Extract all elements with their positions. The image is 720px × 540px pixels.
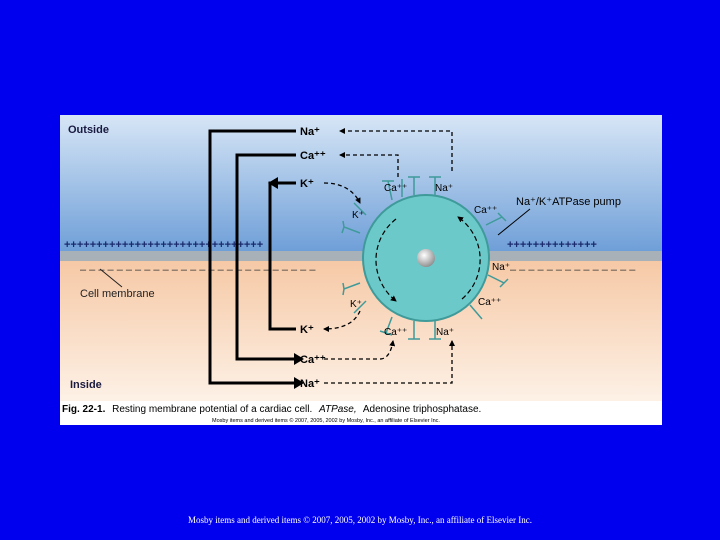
cell-ion-k-lower: K⁺ xyxy=(350,299,362,310)
ion-label-na-outside: Na⁺ xyxy=(300,126,320,138)
cell-nucleus xyxy=(417,249,435,267)
ion-label-ca-outside: Ca⁺⁺ xyxy=(300,150,326,162)
membrane-channels xyxy=(341,176,509,340)
cell-ion-ca-right-upper: Ca⁺⁺ xyxy=(474,205,497,216)
pump-label: Na⁺/K⁺ATPase pump xyxy=(516,196,621,208)
membrane-diagram: +++++++++++++++++++++++++++++++ ++++++++… xyxy=(60,115,662,425)
na-out-dashed-arrow xyxy=(339,128,453,171)
k-in-dashed-arrow xyxy=(323,182,361,204)
cell-internal-arc-right xyxy=(457,216,481,300)
caption-main: Resting membrane potential of a cardiac … xyxy=(112,404,312,415)
na-path-arrowhead xyxy=(294,377,304,389)
ion-label-na-inside: Na⁺ xyxy=(300,378,320,390)
k-out-dashed-arrow xyxy=(323,310,361,332)
caption-def: Adenosine triphosphatase. xyxy=(363,404,481,415)
ca-path xyxy=(235,153,296,361)
caption-area xyxy=(60,401,662,425)
cell-ion-k-upper: K⁺ xyxy=(352,210,364,221)
k-path xyxy=(268,181,296,331)
outside-label: Outside xyxy=(68,124,109,136)
cell-ion-ca-bottom: Ca⁺⁺ xyxy=(384,327,407,338)
na-path xyxy=(208,129,296,385)
k-path-arrowhead xyxy=(268,177,278,189)
outside-region xyxy=(60,115,662,251)
negative-charge-row: – – – – – – – – – – – – – – – – – – – – … xyxy=(80,264,316,276)
ion-label-ca-inside: Ca⁺⁺ xyxy=(300,354,326,366)
positive-charge-row-right: ++++++++++++++ xyxy=(507,239,597,251)
ion-label-k-outside: K⁺ xyxy=(300,178,314,190)
inside-label: Inside xyxy=(70,379,102,391)
ion-label-k-inside: K⁺ xyxy=(300,324,314,336)
cell-internal-arc-left xyxy=(375,218,397,302)
figure-caption: Fig. 22-1. Resting membrane potential of… xyxy=(62,404,481,415)
inside-region xyxy=(60,261,662,401)
cell-membrane-pointer xyxy=(99,268,123,288)
na-in-dashed-arrow xyxy=(324,340,455,384)
cell-ion-na-top: Na⁺ xyxy=(435,183,453,194)
caption-credit: Mosby items and derived items © 2007, 20… xyxy=(212,417,440,424)
ca-out-dashed-arrow xyxy=(339,152,399,177)
ca-in-dashed-arrow xyxy=(324,340,396,360)
negative-charge-row-right: – – – – – – – – – – – – – – xyxy=(510,264,636,276)
cell-ion-ca-right-lower: Ca⁺⁺ xyxy=(478,297,501,308)
positive-charge-row: +++++++++++++++++++++++++++++++ xyxy=(64,239,263,251)
cell-ion-na-right: Na⁺ xyxy=(492,262,510,273)
cell-ion-na-bottom: Na⁺ xyxy=(436,327,454,338)
cell-membrane-label: Cell membrane xyxy=(80,288,155,300)
caption-term: ATPase, xyxy=(318,404,357,415)
cell-membrane-band xyxy=(60,251,662,261)
caption-prefix: Fig. 22-1. xyxy=(62,404,106,415)
slide-footer-copyright: Mosby items and derived items © 2007, 20… xyxy=(187,515,533,525)
ca-path-arrowhead xyxy=(294,353,304,365)
cell-ion-ca-top: Ca⁺⁺ xyxy=(384,183,407,194)
pump-pointer xyxy=(497,208,531,236)
figure-panel: +++++++++++++++++++++++++++++++ ++++++++… xyxy=(60,115,662,425)
